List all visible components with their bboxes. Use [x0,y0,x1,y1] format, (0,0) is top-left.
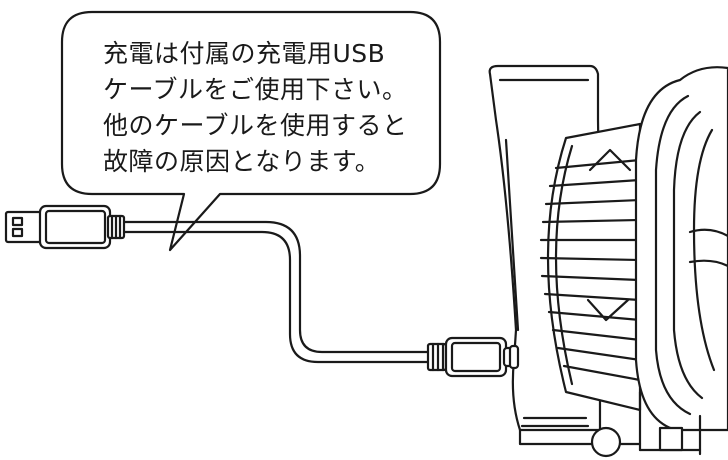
callout-line: 他のケーブルを使用すると [103,111,408,140]
callout-line: 充電は付属の充電用USB [103,39,386,68]
callout-line: ケーブルをご使用下さい。 [103,75,408,104]
callout-text: 充電は付属の充電用USB ケーブルをご使用下さい。 他のケーブルを使用すると 故… [103,36,423,180]
fan-grille [539,122,642,412]
usb-c-plug [426,336,520,378]
usb-cable [122,220,430,364]
usb-a-plug [4,204,126,250]
fan-front-guard [618,66,728,456]
callout-line: 故障の原因となります。 [103,147,381,176]
